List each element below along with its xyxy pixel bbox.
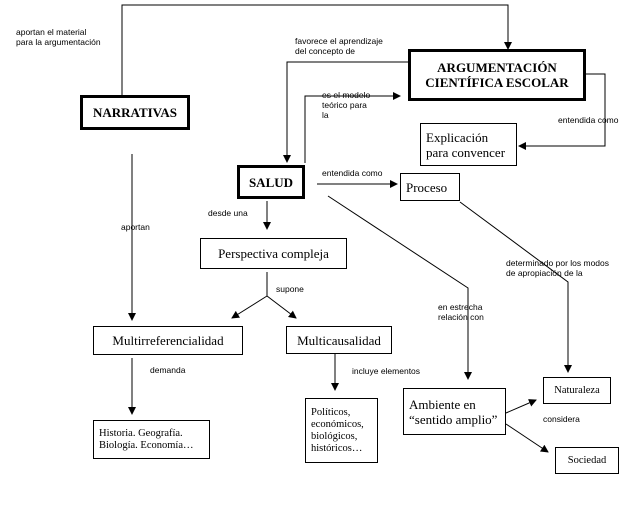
edge-narrativas-argumentacion: [121, 4, 512, 95]
node-proceso: Proceso: [400, 173, 460, 201]
node-politicos: Políticos, económicos, biológicos, histó…: [305, 398, 378, 463]
label-aportan-material: aportan el material para la argumentació…: [16, 27, 101, 47]
label-aportan: aportan: [121, 222, 150, 232]
node-explicacion: Explicación para convencer: [420, 123, 517, 166]
label-supone: supone: [276, 284, 304, 294]
node-ambiente: Ambiente en “sentido amplio”: [403, 388, 506, 435]
node-ambiente-text: Ambiente en “sentido amplio”: [409, 396, 498, 427]
label-favorece: favorece el aprendizaje del concepto de: [295, 36, 383, 56]
label-estrecha-relacion: en estrecha relación con: [438, 302, 484, 322]
edge-salud-ambiente: [327, 195, 472, 380]
label-desde-una: desde una: [208, 208, 248, 218]
label-modelo: es el modelo teórico para la: [322, 90, 371, 120]
node-naturaleza-text: Naturaleza: [554, 384, 600, 396]
node-historia-text: Historia. Geografía. Biología. Economía…: [99, 427, 194, 451]
node-sociedad: Sociedad: [555, 447, 619, 474]
label-demanda: demanda: [150, 365, 186, 375]
node-multicausalidad: Multicausalidad: [286, 326, 392, 354]
edge-argumentacion-salud: [283, 61, 408, 163]
label-entendida-como-salud: entendida como: [322, 168, 383, 178]
node-narrativas-text: NARRATIVAS: [92, 105, 178, 120]
node-naturaleza: Naturaleza: [543, 377, 611, 404]
edge-proceso-naturaleza: [459, 201, 572, 373]
node-politicos-text: Políticos, económicos, biológicos, histó…: [311, 406, 364, 454]
node-argumentacion-text: ARGUMENTACIÓN CIENTÍFICA ESCOLAR: [425, 60, 569, 90]
node-narrativas: NARRATIVAS: [80, 95, 190, 130]
node-historia: Historia. Geografía. Biología. Economía…: [93, 420, 210, 459]
edge-ambiente-naturaleza: [505, 399, 537, 414]
node-multicausalidad-text: Multicausalidad: [297, 332, 381, 348]
node-multirreferencialidad: Multirreferencialidad: [93, 326, 243, 355]
node-proceso-text: Proceso: [406, 179, 448, 195]
edge-argumentacion-explicacion: [518, 73, 606, 150]
node-multirreferencialidad-text: Multirreferencialidad: [112, 333, 224, 348]
node-perspectiva-text: Perspectiva compleja: [218, 246, 329, 261]
edge-ambiente-sociedad: [505, 423, 549, 453]
edge-salud-argumentacion: [304, 92, 401, 163]
node-perspectiva: Perspectiva compleja: [200, 238, 347, 269]
label-entendida-como-argumentacion: entendida como: [558, 115, 619, 125]
node-salud-text: SALUD: [248, 174, 294, 190]
node-argumentacion: ARGUMENTACIÓN CIENTÍFICA ESCOLAR: [408, 49, 586, 101]
label-determinado: determinado por los modos de apropiación…: [506, 258, 610, 278]
node-sociedad-text: Sociedad: [567, 454, 607, 466]
node-explicacion-text: Explicación para convencer: [426, 129, 506, 160]
node-salud: SALUD: [237, 165, 305, 199]
edge-supone-multicausalidad: [266, 295, 297, 319]
label-considera: considera: [543, 414, 580, 424]
edge-supone-multirreferencialidad: [231, 295, 268, 319]
label-incluye: incluye elementos: [352, 366, 421, 376]
